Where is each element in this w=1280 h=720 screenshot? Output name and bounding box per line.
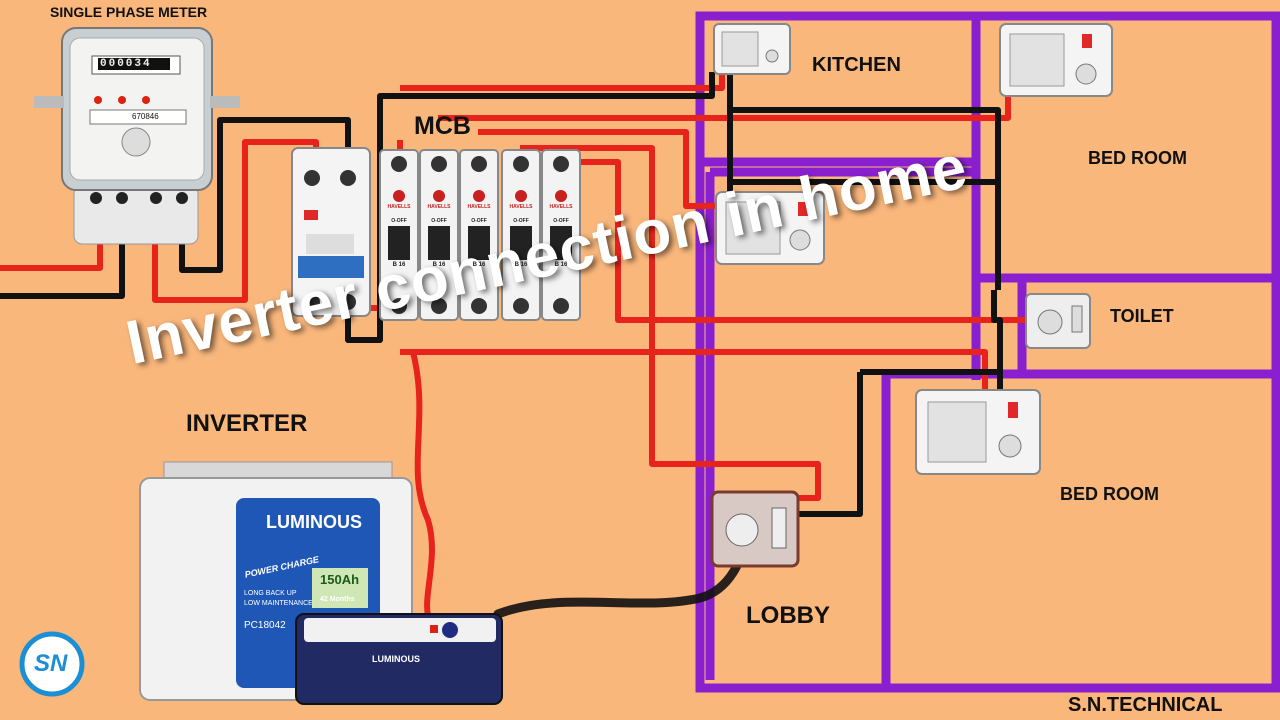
mcb-state-label: O-OFF (431, 218, 447, 224)
mcb-rating-label: B 16 (514, 262, 528, 268)
mcb-state-label: O-OFF (553, 218, 569, 224)
mcb-breaker (501, 149, 541, 321)
battery-line-1: LONG BACK UP (244, 590, 297, 597)
toilet-label: TOILET (1110, 306, 1174, 326)
mcb-rating-label: B 16 (432, 262, 446, 268)
mcb-brand-label: HAVELLS (509, 204, 533, 210)
mcb-breaker (459, 149, 499, 321)
kitchen-switchboard (713, 23, 791, 75)
channel-logo (19, 631, 85, 697)
neutral-wires (0, 72, 1003, 517)
battery-line-2: LOW MAINTENANCE (244, 600, 313, 607)
house-floor-plan (695, 11, 1280, 693)
mcb-row (379, 149, 581, 321)
inverter-label: INVERTER (186, 410, 308, 437)
hall-switchboard (715, 191, 825, 265)
meter-serial: 670846 (132, 112, 159, 121)
mcb-brand-label: HAVELLS (549, 204, 573, 210)
mcb-state-label: O-OFF (471, 218, 487, 224)
meter-readout: 000034 (100, 58, 152, 70)
mcb-rating-label: B 16 (554, 262, 568, 268)
bedroom-bottom-label: BED ROOM (1060, 484, 1159, 504)
inverter-brand: LUMINOUS (372, 654, 420, 664)
battery-warranty: 42 Months (320, 596, 355, 603)
bedroom-bottom-room (881, 369, 1280, 693)
mcb-state-label: O-OFF (513, 218, 529, 224)
toilet-socket (1025, 293, 1091, 349)
bedroom-top-switchboard (999, 23, 1113, 97)
mcb-brand-label: HAVELLS (387, 204, 411, 210)
mcb-label: MCB (414, 112, 471, 140)
inverter-unit (295, 613, 503, 705)
mcb-rating-label: B 16 (472, 262, 486, 268)
meter-label: SINGLE PHASE METER (50, 4, 208, 20)
main-isolator (291, 147, 371, 317)
mcb-brand-label: HAVELLS (427, 204, 451, 210)
mcb-state-label: O-OFF (391, 218, 407, 224)
energy-meter (34, 27, 240, 245)
mcb-rating-label: B 16 (392, 262, 406, 268)
battery-model: PC18042 (244, 620, 286, 631)
bedroom-top-label: BED ROOM (1088, 148, 1187, 168)
mcb-brand-label: HAVELLS (467, 204, 491, 210)
bedroom-bottom-switchboard (915, 389, 1041, 475)
credit-label: S.N.TECHNICAL (1068, 694, 1223, 716)
kitchen-label: KITCHEN (812, 54, 901, 76)
battery-brand: LUMINOUS (266, 512, 362, 532)
logo-text: SN (34, 650, 68, 677)
mcb-breaker (379, 149, 419, 321)
battery-capacity: 150Ah (320, 572, 360, 587)
lobby-label: LOBBY (746, 602, 830, 629)
lobby-socket (710, 490, 800, 568)
mcb-breaker (419, 149, 459, 321)
mcb-breaker (541, 149, 581, 321)
